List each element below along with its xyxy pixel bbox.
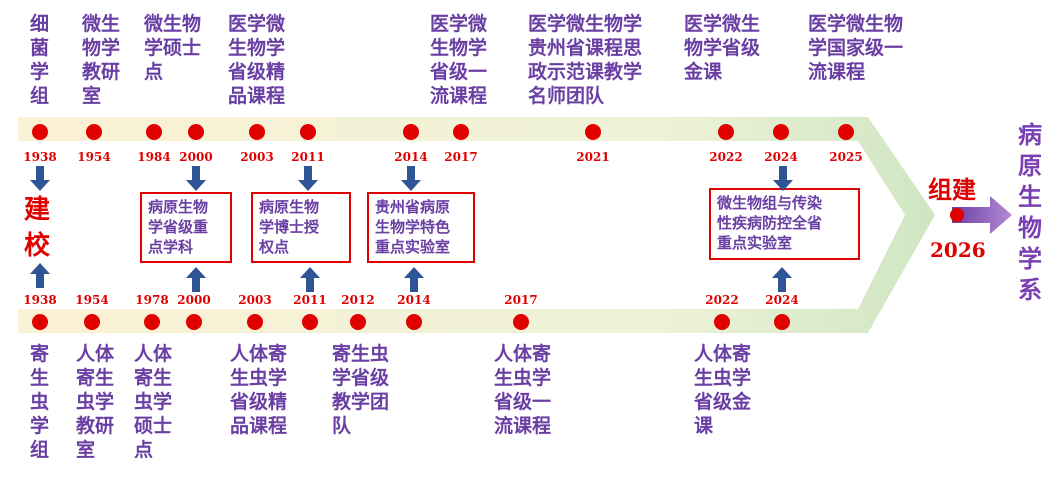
top-milestone-dot xyxy=(300,124,316,140)
top-milestone-dot xyxy=(249,124,265,140)
top-milestone-label: 微生物 学硕士 点 xyxy=(144,13,202,83)
top-year-label: 1954 xyxy=(77,150,111,164)
bottom-year-label: 2012 xyxy=(341,293,375,307)
bottom-milestone-label: 人体 寄生 虫学 教研 室 xyxy=(76,343,115,461)
milestone-box: 贵州省病原 生物学特色 重点实验室 xyxy=(367,192,475,263)
top-milestone-label: 医学微 生物学 省级一 流课程 xyxy=(430,13,488,107)
milestone-box: 微生物组与传染 性疾病防控全省 重点实验室 xyxy=(709,188,860,260)
top-milestone-dot xyxy=(838,124,854,140)
bottom-year-label: 2003 xyxy=(238,293,272,307)
bottom-year-label: 2000 xyxy=(177,293,211,307)
bottom-milestone-label: 人体寄 生虫学 省级金 课 xyxy=(694,343,752,437)
top-year-label: 2000 xyxy=(179,150,213,164)
top-milestone-dot xyxy=(188,124,204,140)
bottom-year-label: 2011 xyxy=(293,293,327,307)
merge-arrow xyxy=(952,196,1012,234)
merge-label: 组建 xyxy=(928,175,976,204)
top-milestone-dot xyxy=(585,124,601,140)
top-year-label: 2025 xyxy=(829,150,863,164)
top-milestone-label: 医学微生物学 贵州省课程思 政示范课教学 名师团队 xyxy=(528,13,643,107)
bottom-milestone-label: 人体寄 生虫学 省级一 流课程 xyxy=(494,343,552,437)
up-arrow-icon xyxy=(30,263,50,288)
bottom-milestone-dot xyxy=(406,314,422,330)
down-arrow-icon xyxy=(401,166,421,191)
top-milestone-label: 医学微生 物学省级 金课 xyxy=(684,13,761,83)
bottom-milestone-dot xyxy=(144,314,160,330)
bottom-milestone-dot xyxy=(186,314,202,330)
top-year-label: 2017 xyxy=(444,150,478,164)
top-year-label: 2003 xyxy=(240,150,274,164)
milestone-box: 病原生物 学省级重 点学科 xyxy=(140,192,232,263)
bottom-milestone-label: 寄生虫 学省级 教学团 队 xyxy=(332,343,390,437)
down-arrow-icon xyxy=(30,166,50,191)
bottom-milestone-dot xyxy=(714,314,730,330)
top-milestone-dot xyxy=(718,124,734,140)
bottom-milestone-dot xyxy=(513,314,529,330)
top-milestone-dot xyxy=(86,124,102,140)
merge-dot xyxy=(950,208,964,222)
up-arrow-icon xyxy=(772,267,792,292)
top-year-label: 2022 xyxy=(709,150,743,164)
bottom-milestone-dot xyxy=(32,314,48,330)
down-arrow-icon xyxy=(773,166,793,191)
result-label: 病 原 生 物 学 系 xyxy=(1018,121,1042,304)
bottom-milestone-dot xyxy=(774,314,790,330)
up-arrow-icon xyxy=(404,267,424,292)
top-year-label: 2021 xyxy=(576,150,610,164)
bottom-year-label: 1954 xyxy=(75,293,109,307)
top-milestone-dot xyxy=(453,124,469,140)
bottom-milestone-dot xyxy=(84,314,100,330)
top-year-label: 2011 xyxy=(291,150,325,164)
founding-label: 建 校 xyxy=(24,195,51,261)
bottom-milestone-dot xyxy=(350,314,366,330)
top-year-label: 2024 xyxy=(764,150,798,164)
bottom-milestone-dot xyxy=(302,314,318,330)
top-year-label: 2014 xyxy=(394,150,428,164)
merge-year: 2026 xyxy=(930,238,986,262)
bottom-year-label: 1978 xyxy=(135,293,169,307)
top-milestone-label: 医学微生物 学国家级一 流课程 xyxy=(808,13,904,83)
top-milestone-dot xyxy=(403,124,419,140)
bottom-year-label: 1938 xyxy=(23,293,57,307)
bottom-milestone-label: 寄 生 虫 学 组 xyxy=(30,343,50,461)
down-arrow-icon xyxy=(298,166,318,191)
top-milestone-label: 细 菌 学 组 xyxy=(30,13,50,107)
down-arrow-icon xyxy=(186,166,206,191)
bottom-year-label: 2022 xyxy=(705,293,739,307)
milestone-box: 病原生物 学博士授 权点 xyxy=(251,192,351,263)
top-year-label: 1938 xyxy=(23,150,57,164)
bottom-year-label: 2024 xyxy=(765,293,799,307)
up-arrow-icon xyxy=(300,267,320,292)
bottom-milestone-label: 人体 寄生 虫学 硕士 点 xyxy=(134,343,173,461)
top-milestone-dot xyxy=(146,124,162,140)
bottom-milestone-dot xyxy=(247,314,263,330)
top-milestone-dot xyxy=(773,124,789,140)
top-year-label: 1984 xyxy=(137,150,171,164)
bottom-milestone-label: 人体寄 生虫学 省级精 品课程 xyxy=(230,343,288,437)
top-milestone-dot xyxy=(32,124,48,140)
top-milestone-label: 医学微 生物学 省级精 品课程 xyxy=(228,13,286,107)
bottom-year-label: 2017 xyxy=(504,293,538,307)
up-arrow-icon xyxy=(186,267,206,292)
bottom-year-label: 2014 xyxy=(397,293,431,307)
top-milestone-label: 微生 物学 教研 室 xyxy=(82,13,121,107)
